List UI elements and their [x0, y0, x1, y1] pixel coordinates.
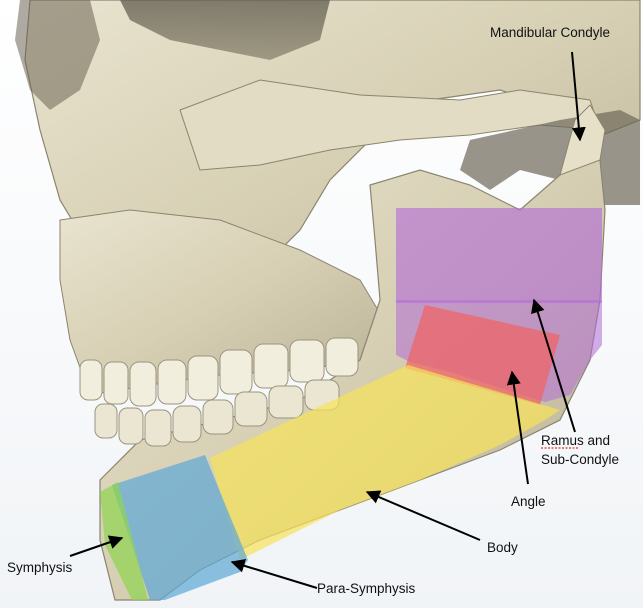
ramus-region	[396, 208, 602, 303]
body-arrow	[365, 490, 481, 541]
label-ramus-line2: Sub-Condyle	[541, 452, 619, 467]
para-symphysis-region	[112, 455, 248, 600]
label-ramus-line1: Ramus and	[541, 433, 610, 448]
label-angle: Angle	[511, 494, 546, 509]
symphysis-region	[100, 482, 148, 600]
angle-arrow	[506, 370, 529, 485]
ramus-arrow	[531, 298, 576, 433]
fracture-regions	[100, 208, 602, 600]
symphysis-arrow	[69, 535, 124, 557]
pointer-arrows	[69, 51, 586, 589]
label-body: Body	[487, 540, 518, 555]
region-labels: Mandibular Condyle Ramus and Sub-Condyle…	[7, 25, 619, 596]
para-symphysis-arrow	[230, 558, 318, 589]
angle-region	[405, 305, 560, 405]
label-symphysis: Symphysis	[7, 560, 73, 575]
condyle-arrow	[571, 51, 586, 142]
body-region	[210, 365, 560, 560]
label-para-symphysis: Para-Symphysis	[317, 581, 416, 596]
label-mandibular-condyle: Mandibular Condyle	[490, 25, 610, 40]
